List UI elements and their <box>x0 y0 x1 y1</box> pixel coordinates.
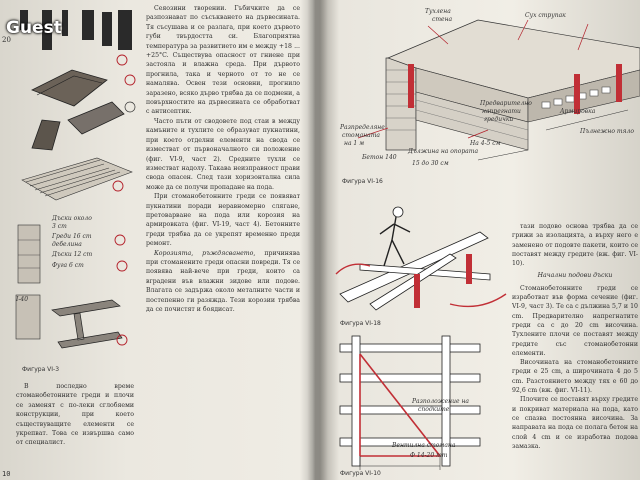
left-label-4: дебелина <box>52 241 82 248</box>
left-bottom-paragraph: В последно време стоманобетонните греди … <box>16 383 134 447</box>
left-label-1: Дъски около <box>52 215 92 222</box>
page-number-bottom: 10 <box>2 470 11 478</box>
diagram-label-11: Бетон 140 <box>362 154 397 161</box>
left-label-3: Греди 16 cm <box>52 233 92 240</box>
bottom-label-2: сподките <box>418 406 450 413</box>
diagram-label-1: Тухлена <box>425 8 451 15</box>
diagram-label-2: стена <box>432 16 453 23</box>
bottom-label-4: Ф 14-20 mm <box>410 452 448 459</box>
beam-installation-diagram <box>335 206 507 470</box>
middle-paragraph-4: причинява при стоманените греди опасни п… <box>146 249 300 313</box>
corrosion-heading: Корозията, ръждясването, <box>154 249 256 257</box>
right-paragraph-3: Височината на стоманобетонните греди е 2… <box>512 359 638 395</box>
right-paragraph-4: Плочите се поставят върху гредите и покр… <box>512 396 638 450</box>
bottom-label-1: Разположение на <box>412 398 469 405</box>
diagram-label-7: Пълнежно тяло <box>580 128 634 135</box>
left-bottom-text: В последно време стоманобетонните греди … <box>16 382 134 474</box>
left-figure-caption: Фигура VI-3 <box>22 366 60 373</box>
right-paragraph-1: тази подово основа трябва да се грижи за… <box>512 223 638 268</box>
diagram-label-4: Предварително <box>480 100 532 107</box>
diagram-label-12: Дължина на опората <box>408 148 479 155</box>
diagram-label-15: Армировка <box>560 108 596 115</box>
left-label-5: Дъски 12 cm <box>52 251 93 258</box>
page-number-top: 20 <box>2 36 11 44</box>
diagram-label-6: гредички <box>484 116 514 123</box>
wood-beam-illustrations <box>15 10 136 349</box>
diagram-label-10: на 1 м <box>344 140 365 147</box>
top-diagram-caption: Фигура VI-16 <box>342 178 383 185</box>
bottom-label-3: Вентилна стомана <box>392 442 456 449</box>
bottom-diagram-caption: Фигура VI-18 <box>340 320 381 327</box>
diagram-label-3: Сух струпак <box>525 12 566 19</box>
right-paragraph-2: Стоманобетонните греди се изработват във… <box>512 284 638 357</box>
diagram-label-5: напрегнати <box>482 108 521 115</box>
middle-text-column: Сеяозини творении. Гъбичките да се разпо… <box>146 4 300 474</box>
diagram-label-14: На 4-5 см <box>470 140 501 147</box>
middle-paragraph-2: Часто пъти от сводовете под стаи в между… <box>146 117 300 191</box>
right-heading: Начални подови дъски <box>537 272 613 280</box>
left-label-6: Фуга 6 cm <box>52 262 84 269</box>
diagram-label-8: Разпределяне <box>340 124 385 131</box>
bottom-diagram-caption-2: Фигура VI-10 <box>340 470 381 477</box>
floor-beam-diagram <box>357 19 640 161</box>
middle-paragraph-1: Сеяозини творении. Гъбичките да се разпо… <box>146 5 300 116</box>
diagram-label-13: 15 до 30 см <box>412 160 449 167</box>
diagram-label-9: стоманата <box>342 132 381 139</box>
middle-paragraph-3: При стоманобетонните греди се появяват п… <box>146 193 300 248</box>
guest-watermark: Guest <box>6 18 62 38</box>
right-text-column: тази подово основа трябва да се грижи за… <box>512 222 638 451</box>
left-label-2: 3 cm <box>52 223 67 230</box>
book-gutter <box>300 0 328 480</box>
left-label-7: I-40 <box>16 296 29 303</box>
